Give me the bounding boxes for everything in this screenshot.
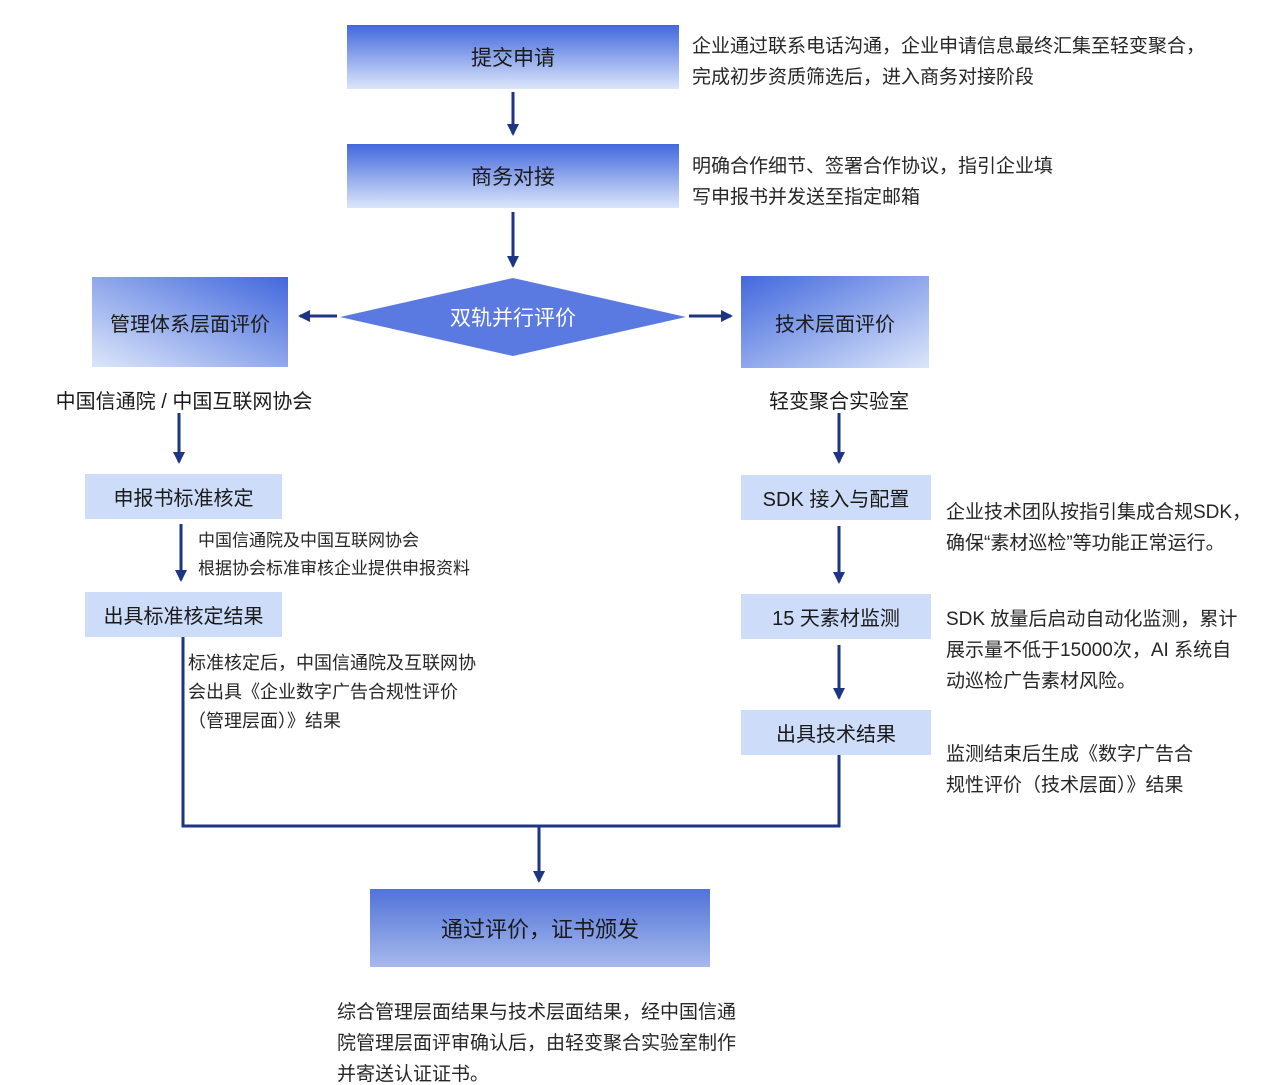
node-sdk-integration-label: SDK 接入与配置 [762, 489, 910, 511]
node-dual-track-label: 双轨并行评价 [450, 307, 576, 330]
note-business-docking: 明确合作细节、签署合作协议，指引企业填 写申报书并发送至指定邮箱 [692, 156, 1054, 208]
node-sdk-integration: SDK 接入与配置 [741, 475, 931, 520]
note-technical-result: 监测结束后生成《数字广告合 规性评价（技术层面）》结果 [946, 744, 1194, 796]
note-standard-check-result: 标准核定后，中国信通院及互联网协 会出具《企业数字广告合规性评价 （管理层面）》… [188, 653, 476, 731]
node-material-monitoring: 15 天素材监测 [741, 594, 931, 639]
node-management-evaluation: 管理体系层面评价 [92, 277, 288, 367]
node-technical-evaluation-label: 技术层面评价 [775, 313, 895, 336]
note-certificate-issued: 综合管理层面结果与技术层面结果，经中国信通 院管理层面评审确认后，由轻变聚合实验… [337, 1002, 737, 1085]
label-management-organizations: 中国信通院 / 中国互联网协会 [55, 391, 313, 413]
node-standard-check-result: 出具标准核定结果 [85, 592, 282, 637]
node-declaration-standard-check: 申报书标准核定 [85, 474, 282, 519]
node-technical-evaluation: 技术层面评价 [741, 276, 929, 368]
note-declaration-standard-check: 中国信通院及中国互联网协会 根据协会标准审核企业提供申报资料 [198, 531, 470, 578]
label-technical-organization: 轻变聚合实验室 [769, 391, 909, 413]
node-business-docking-label: 商务对接 [471, 166, 555, 189]
node-dual-track-decision: 双轨并行评价 [340, 278, 686, 356]
note-submit-application: 企业通过联系电话沟通，企业申请信息最终汇集至轻变聚合， 完成初步资质筛选后，进入… [692, 36, 1206, 88]
node-declaration-standard-check-label: 申报书标准核定 [113, 488, 254, 510]
node-technical-result-label: 出具技术结果 [776, 724, 896, 746]
note-material-monitoring: SDK 放量后启动自动化监测，累计 展示量不低于15000次，AI 系统自 动巡… [946, 609, 1238, 692]
node-certificate-issued: 通过评价，证书颁发 [370, 889, 710, 967]
node-submit-application: 提交申请 [347, 25, 679, 89]
node-management-evaluation-label: 管理体系层面评价 [110, 313, 270, 336]
node-business-docking: 商务对接 [347, 144, 679, 208]
node-submit-application-label: 提交申请 [471, 47, 555, 70]
note-sdk-integration: 企业技术团队按指引集成合规SDK， 确保“素材巡检”等功能正常运行。 [946, 502, 1252, 554]
node-certificate-issued-label: 通过评价，证书颁发 [440, 917, 639, 942]
node-technical-result: 出具技术结果 [741, 710, 931, 755]
node-standard-check-result-label: 出具标准核定结果 [103, 606, 264, 628]
node-material-monitoring-label: 15 天素材监测 [772, 608, 900, 630]
